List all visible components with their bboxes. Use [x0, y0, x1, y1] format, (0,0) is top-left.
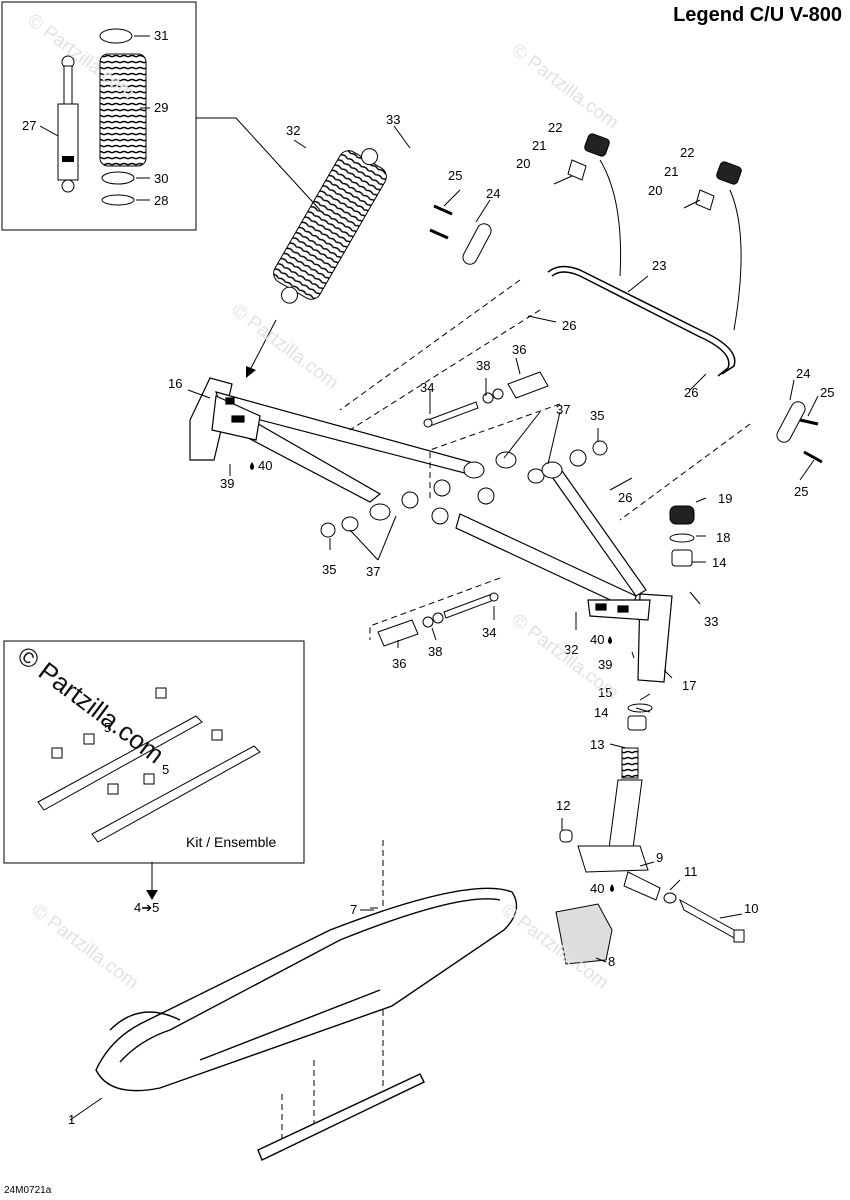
callout-26-right: 26: [684, 385, 698, 400]
sway-bar-link-curve: [599, 159, 622, 277]
callout-5-upper: 5: [104, 720, 111, 735]
callout-28: 28: [154, 193, 168, 208]
inset-pointer-line: [196, 117, 321, 211]
kit-arrow-head: [146, 890, 158, 900]
callout-40-upper: 40: [258, 458, 272, 473]
washer-part-28: [101, 194, 135, 206]
lower-a-arm-part: [455, 467, 673, 683]
callout-leaders: [69, 125, 819, 1121]
callout-20-left: 20: [516, 156, 530, 171]
sway-bar-part: [547, 265, 736, 377]
callout-38-lower: 38: [428, 644, 442, 659]
main-shock-assembly: [273, 148, 387, 304]
callout-21-right: 21: [664, 164, 678, 179]
callout-24-right: 24: [796, 366, 810, 381]
shock-inset-box: [1, 1, 197, 231]
callout-18: 18: [716, 530, 730, 545]
sway-bar-bushings: [553, 133, 742, 211]
washer-part-30: [101, 171, 135, 185]
callout-24-left: 24: [486, 186, 500, 201]
callout-11: 11: [684, 864, 698, 879]
callout-14-lower: 14: [594, 705, 608, 720]
callout-26-middle: 26: [618, 490, 632, 505]
callout-15: 15: [598, 685, 612, 700]
callout-16: 16: [168, 376, 182, 391]
callout-25-right: 25: [820, 385, 834, 400]
callout-5-lower: 5: [162, 762, 169, 777]
ski-damper-part: [555, 903, 613, 965]
callout-36-lower: 36: [392, 656, 406, 671]
callout-34-upper: 34: [420, 380, 434, 395]
bushing-cluster: [320, 440, 608, 538]
callout-38-upper: 38: [476, 358, 490, 373]
callout-35-lower: 35: [322, 562, 336, 577]
callout-7: 7: [350, 902, 357, 917]
callout-36-upper: 36: [512, 342, 526, 357]
lubricant-drop-icon: [250, 462, 614, 892]
callout-39-upper: 39: [220, 476, 234, 491]
callout-13: 13: [590, 737, 604, 752]
callout-20-right: 20: [648, 183, 662, 198]
arrow-head: [246, 366, 256, 378]
callout-23: 23: [652, 258, 666, 273]
callout-25-lower: 25: [794, 484, 808, 499]
drawing-code: 24M0721a: [4, 1185, 52, 1196]
sway-bar-link-curve-2: [729, 189, 742, 331]
callout-40-lower: 40: [590, 881, 604, 896]
callout-1: 1: [68, 1112, 75, 1127]
callout-8: 8: [608, 954, 615, 969]
callout-37-lower: 37: [366, 564, 380, 579]
upper-pivot-bolt: [423, 371, 549, 428]
inset-leaders: [39, 35, 150, 201]
callout-21-left: 21: [532, 138, 546, 153]
callout-33-top: 33: [386, 112, 400, 127]
callout-22-left: 22: [548, 120, 562, 135]
callout-17: 17: [682, 678, 696, 693]
callout-37-upper: 37: [556, 402, 570, 417]
callout-31: 31: [154, 28, 168, 43]
callout-22-right: 22: [680, 145, 694, 160]
callout-29: 29: [154, 100, 168, 115]
callout-9: 9: [656, 850, 663, 865]
callout-39-lower: 39: [598, 657, 612, 672]
shock-to-frame-arrow: [249, 319, 277, 371]
callout-35-upper: 35: [590, 408, 604, 423]
callout-12: 12: [556, 798, 570, 813]
callout-40-middle: 40: [590, 632, 604, 647]
callout-34-lower: 34: [482, 625, 496, 640]
shock-absorber-part: [57, 55, 79, 193]
kit-label: Kit / Ensemble: [186, 834, 277, 850]
lower-pivot-bolt: [377, 592, 499, 647]
spring-part: [99, 53, 147, 167]
callout-32-lower: 32: [564, 642, 578, 657]
callout-10: 10: [744, 901, 758, 916]
callout-4-to-5: 4➔5: [134, 900, 159, 915]
sway-link-right: [776, 401, 823, 464]
spindle-part: [559, 505, 745, 943]
callout-19: 19: [718, 491, 732, 506]
callout-33-lower: 33: [704, 614, 718, 629]
callout-30: 30: [154, 171, 168, 186]
callout-14-upper: 14: [712, 555, 726, 570]
callout-26-upper: 26: [562, 318, 576, 333]
callout-25-top: 25: [448, 168, 462, 183]
ski-part: [95, 887, 518, 1161]
diagram-title: Legend C/U V-800: [673, 4, 842, 26]
callout-32-top: 32: [286, 123, 300, 138]
sway-link-left: [429, 204, 492, 265]
upper-a-arm-part: [189, 377, 478, 503]
spring-seat-part: [99, 28, 133, 44]
kit-inset-box: [3, 640, 305, 864]
callout-27: 27: [22, 118, 36, 133]
